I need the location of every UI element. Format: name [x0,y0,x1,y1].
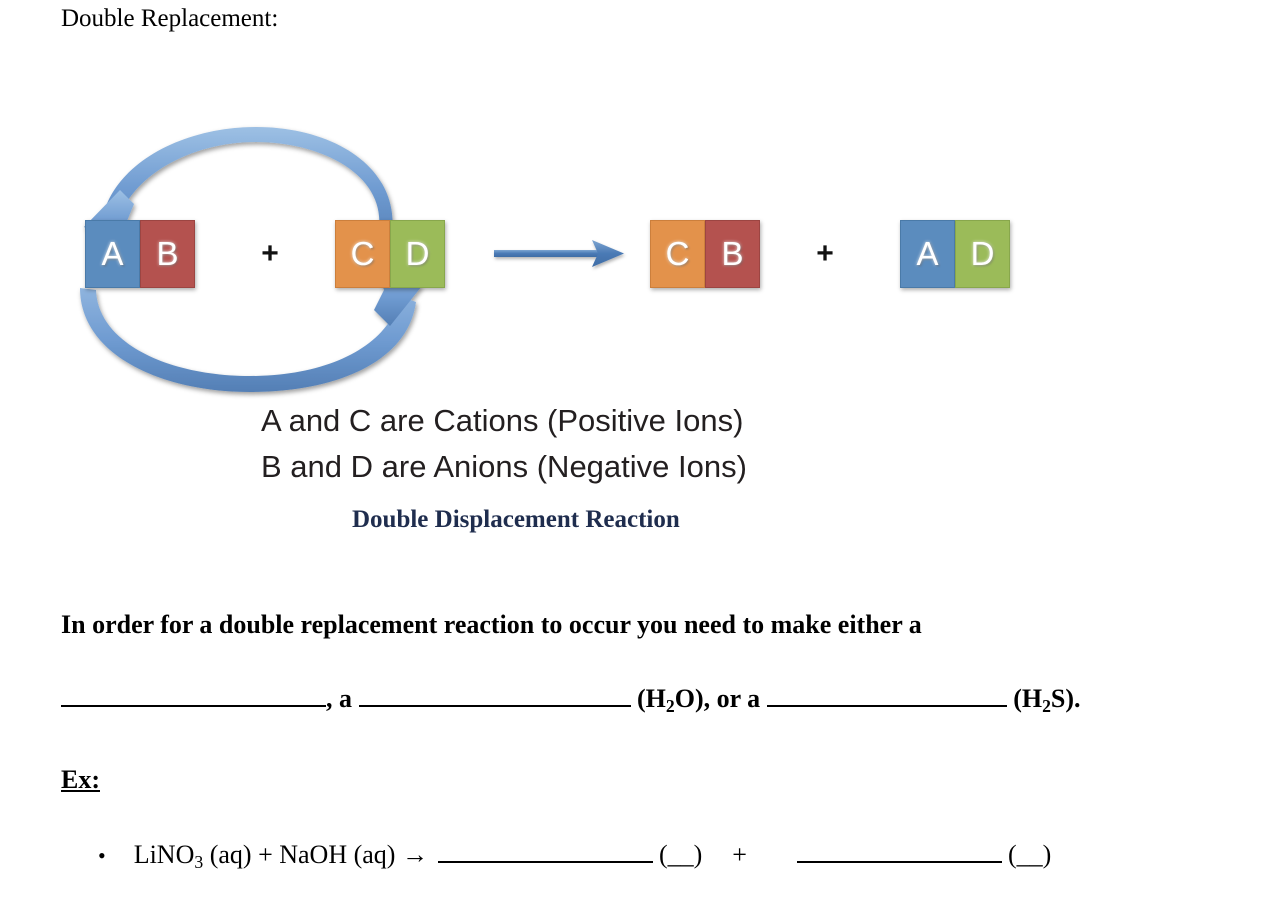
diagram-caption: A and C are Cations (Positive Ions) B an… [261,398,747,490]
state-blank-1[interactable]: (__) [658,840,703,869]
double-replacement-diagram: A B + C D C B + A D [60,127,1100,392]
product-pair-ad: A D [900,220,1010,288]
example-equation: LiNO3 (aq) + NaOH (aq) → [133,840,428,872]
product-pair-cb: C B [650,220,760,288]
answer-blank-3[interactable] [766,705,1007,707]
bullet-icon: • [98,843,106,868]
answer-blank-product-1[interactable] [437,861,653,863]
block-c: C [335,220,390,288]
reactant-pair-cd: C D [335,220,445,288]
answer-blank-product-2[interactable] [796,861,1002,863]
formula-hydrogen-sulfide: (H2S). [1013,684,1081,716]
reaction-arrow-icon [494,240,624,267]
equation-plus-sign: + [732,840,747,869]
instruction-paragraph: In order for a double replacement reacti… [61,588,1211,743]
instruction-comma-a: , a [326,684,359,713]
state-blank-2[interactable]: (__) [1007,840,1052,869]
caption-line-cations: A and C are Cations (Positive Ions) [261,403,744,438]
block-a: A [85,220,140,288]
instruction-line-2: , a (H2O), or a (H2S). [61,662,1211,743]
block-d: D [390,220,445,288]
hydrogen-sulfide-subscript: 2 [1042,695,1051,716]
block-d-product: D [955,220,1010,288]
water-subscript: 2 [665,695,675,716]
caption-line-anions: B and D are Anions (Negative Ions) [261,449,747,484]
block-b-product: B [705,220,760,288]
formula-water: (H2O), or a [637,684,767,716]
page-title: Double Replacement: [61,5,279,32]
nitrate-subscript: 3 [194,851,204,872]
diagram-subtitle: Double Displacement Reaction [352,506,680,533]
reactant-pair-ab: A B [85,220,195,288]
plus-sign-products: + [816,237,834,270]
answer-blank-2[interactable] [358,705,631,707]
plus-sign-reactants: + [261,237,279,270]
example-label: Ex: [61,765,100,794]
block-a-product: A [900,220,955,288]
block-b: B [140,220,195,288]
block-c-product: C [650,220,705,288]
example-list-item: • LiNO3 (aq) + NaOH (aq) → (__) + (__) [98,835,1218,882]
instruction-line-1: In order for a double replacement reacti… [61,610,922,639]
answer-blank-1[interactable] [61,705,326,707]
